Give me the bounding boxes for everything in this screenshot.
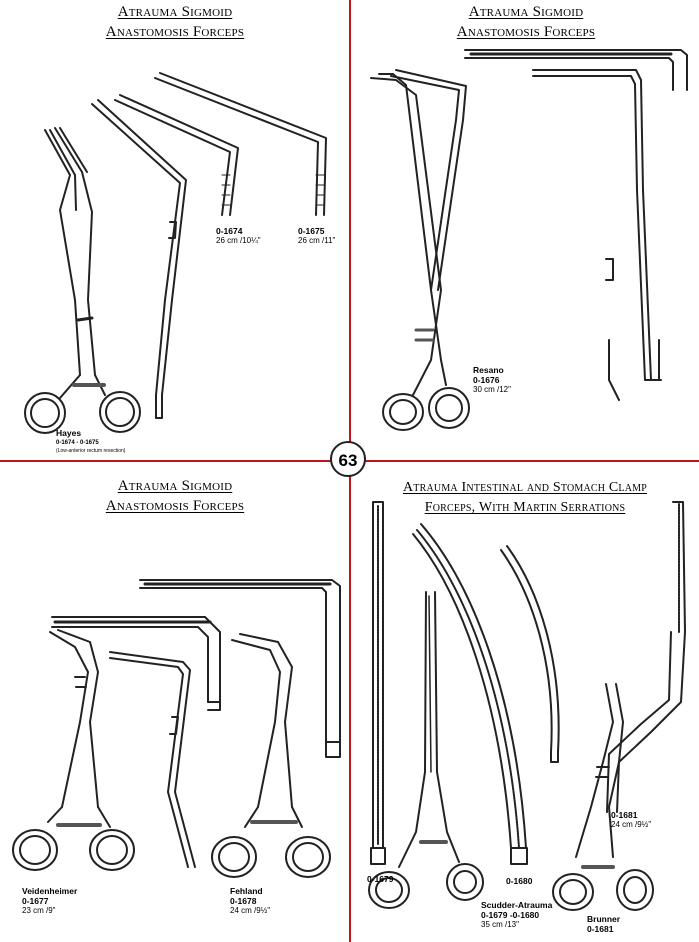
item-0-1674: 0-1674 26 cm /10¼" [216, 226, 261, 246]
product-name: Scudder-Atrauma [481, 900, 553, 910]
intestinal-clamp-illustration [368, 501, 686, 911]
product-code: 0-1678 [230, 896, 257, 906]
item-code: 0-1674 [216, 226, 243, 236]
section-title: Atrauma Sigmoid Anastomosis Forceps [60, 476, 290, 516]
label-0-1679: 0-1679 [367, 874, 393, 884]
product-code: 0-1677 [22, 896, 49, 906]
title-line-1: Atrauma Intestinal and Stomach Clamp [402, 480, 648, 495]
scudder-label: Scudder-Atrauma 0-1679 -0-1680 35 cm /13… [481, 900, 552, 930]
label-0-1681: 0-1681 24 cm /9½" [611, 810, 651, 830]
product-size: 30 cm /12" [473, 385, 511, 394]
label-0-1680: 0-1680 [506, 876, 532, 886]
product-size: 24 cm /9½" [611, 820, 652, 829]
product-name: Resano [473, 365, 504, 375]
product-name: Brunner [587, 914, 621, 924]
title-line-2: Anastomosis Forceps [105, 24, 245, 40]
item-0-1675: 0-1675 26 cm /11" [298, 226, 335, 246]
product-size: 23 cm /9" [22, 906, 56, 915]
title-line-2: Anastomosis Forceps [456, 24, 596, 40]
title-line-1: Atrauma Sigmoid [117, 478, 233, 494]
title-line-2: Forceps, With Martin Serrations [424, 500, 626, 515]
product-size: 35 cm /13" [481, 920, 519, 929]
hayes-label: Hayes 0-1674 - 0-1675 (Low-anterior rect… [56, 428, 125, 455]
product-size: 24 cm /9½" [230, 906, 271, 915]
item-code: 0-1675 [298, 226, 325, 236]
section-resano: Atrauma Sigmoid Anastomosis Forceps [351, 0, 699, 460]
product-codes: 0-1679 -0-1680 [481, 910, 540, 920]
hayes-forceps-illustration [24, 72, 327, 434]
title-line-2: Anastomosis Forceps [105, 498, 245, 514]
resano-label: Resano 0-1676 30 cm /12" [473, 365, 511, 395]
product-code: 0-1681 [611, 810, 638, 820]
veidenheimer-fehland-illustration [12, 579, 341, 878]
section-veidenheimer-fehland: Atrauma Sigmoid Anastomosis Forceps [0, 462, 349, 942]
product-code: 0-1676 [473, 375, 500, 385]
product-name: Hayes [56, 428, 82, 438]
title-line-1: Atrauma Sigmoid [468, 4, 584, 20]
section-title: Atrauma Intestinal and Stomach Clamp For… [351, 478, 699, 518]
section-hayes: Atrauma Sigmoid Anastomosis Forceps [0, 0, 349, 460]
item-size: 26 cm /10¼" [216, 236, 261, 245]
veidenheimer-label: Veidenheimer 0-1677 23 cm /9" [22, 886, 77, 916]
product-name: Veidenheimer [22, 886, 78, 896]
product-name: Fehland [230, 886, 263, 896]
item-size: 26 cm /11" [298, 236, 336, 245]
product-code: 0-1679 [367, 874, 394, 884]
page-number-badge: 63 [330, 441, 366, 477]
product-note: (Low-anterior rectum resection) [56, 448, 126, 454]
title-line-1: Atrauma Sigmoid [117, 4, 233, 20]
product-code: 0-1680 [506, 876, 533, 886]
section-title: Atrauma Sigmoid Anastomosis Forceps [411, 2, 641, 42]
section-title: Atrauma Sigmoid Anastomosis Forceps [60, 2, 290, 42]
section-intestinal-clamp: Atrauma Intestinal and Stomach Clamp For… [351, 462, 699, 942]
resano-forceps-illustration [370, 49, 688, 431]
product-codes: 0-1674 - 0-1675 [56, 440, 99, 446]
product-code: 0-1681 [587, 924, 614, 934]
brunner-label: Brunner 0-1681 [587, 914, 620, 934]
fehland-label: Fehland 0-1678 24 cm /9½" [230, 886, 270, 916]
